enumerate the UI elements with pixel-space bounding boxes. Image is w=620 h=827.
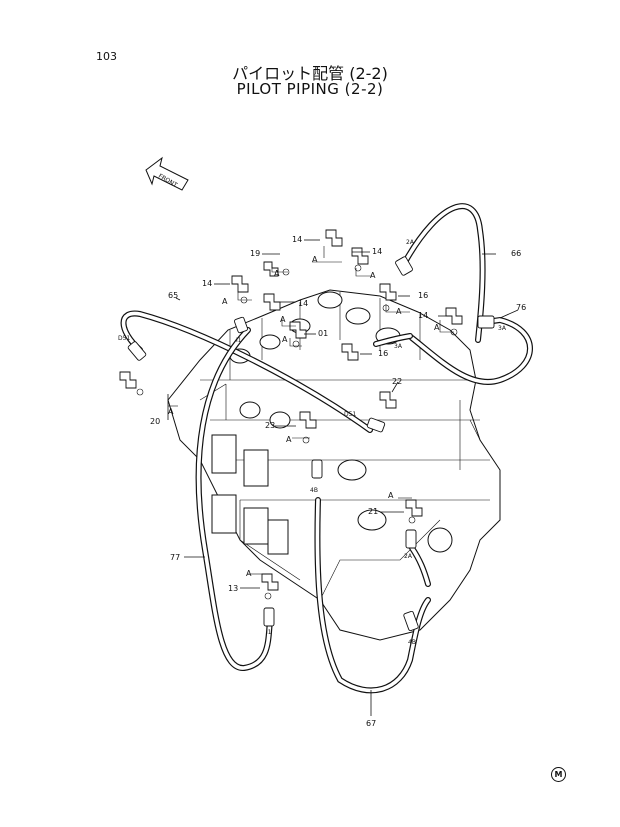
detail-mark-a: A <box>312 255 318 264</box>
front-arrow: FRONT <box>145 156 189 191</box>
callout-66: 66 <box>511 249 521 258</box>
title-japanese: パイロット配管 (2-2) <box>232 64 388 83</box>
callout-67: 67 <box>366 719 376 728</box>
detail-mark-a: A <box>434 323 440 332</box>
page-number: 103 <box>96 50 117 63</box>
port-label: 4B <box>310 487 318 494</box>
callout-77: 77 <box>170 553 180 562</box>
detail-mark-a: A <box>246 569 252 578</box>
hoses <box>120 203 533 694</box>
detail-mark-a: A <box>388 491 394 500</box>
callout-13: 13 <box>228 584 238 593</box>
port-label: 4B <box>408 639 416 646</box>
callout-14: 14 <box>418 311 428 320</box>
detail-mark-a: A <box>168 407 174 416</box>
port-label: I1 <box>236 337 242 344</box>
callout-21: 21 <box>368 507 378 516</box>
detail-a-frames <box>168 246 454 575</box>
callout-14: 14 <box>372 247 382 256</box>
callout-20: 20 <box>150 417 160 426</box>
port-label: I1 <box>266 629 272 636</box>
port-label: 3A <box>498 325 507 332</box>
detail-mark-a: A <box>274 269 280 278</box>
corner-mark: M <box>551 767 566 782</box>
callout-16: 16 <box>378 349 388 358</box>
detail-mark-a: A <box>396 307 402 316</box>
port-label: 2A <box>406 239 415 246</box>
port-label: 3A <box>394 343 403 350</box>
port-labels: 2A 3A D51 D51 I1 3A 4B 2A 4B I1 <box>118 239 507 646</box>
detail-mark-a: A <box>280 315 286 324</box>
callout-14: 14 <box>292 235 302 244</box>
callout-14: 14 <box>202 279 212 288</box>
detail-mark-a: A <box>282 335 288 344</box>
leader-lines <box>167 239 519 716</box>
detail-marks: A A A A A A A A A A A A <box>168 255 440 578</box>
callout-01: 01 <box>318 329 328 338</box>
port-label: 2A <box>404 553 413 560</box>
callout-76: 76 <box>516 303 526 312</box>
callout-19: 19 <box>250 249 260 258</box>
detail-mark-a: A <box>286 435 292 444</box>
callout-22: 22 <box>392 377 402 386</box>
callouts: 14 19 14 14 14 14 65 66 76 16 16 01 22 2… <box>150 235 526 728</box>
callout-14: 14 <box>298 299 308 308</box>
detail-mark-a: A <box>370 271 376 280</box>
callout-65: 65 <box>168 291 178 300</box>
detail-mark-a: A <box>222 297 228 306</box>
title-english: PILOT PIPING (2-2) <box>236 80 384 98</box>
port-label: D51 <box>118 335 130 342</box>
callout-23: 23 <box>265 421 275 430</box>
callout-16: 16 <box>418 291 428 300</box>
port-label: D51 <box>344 411 356 418</box>
